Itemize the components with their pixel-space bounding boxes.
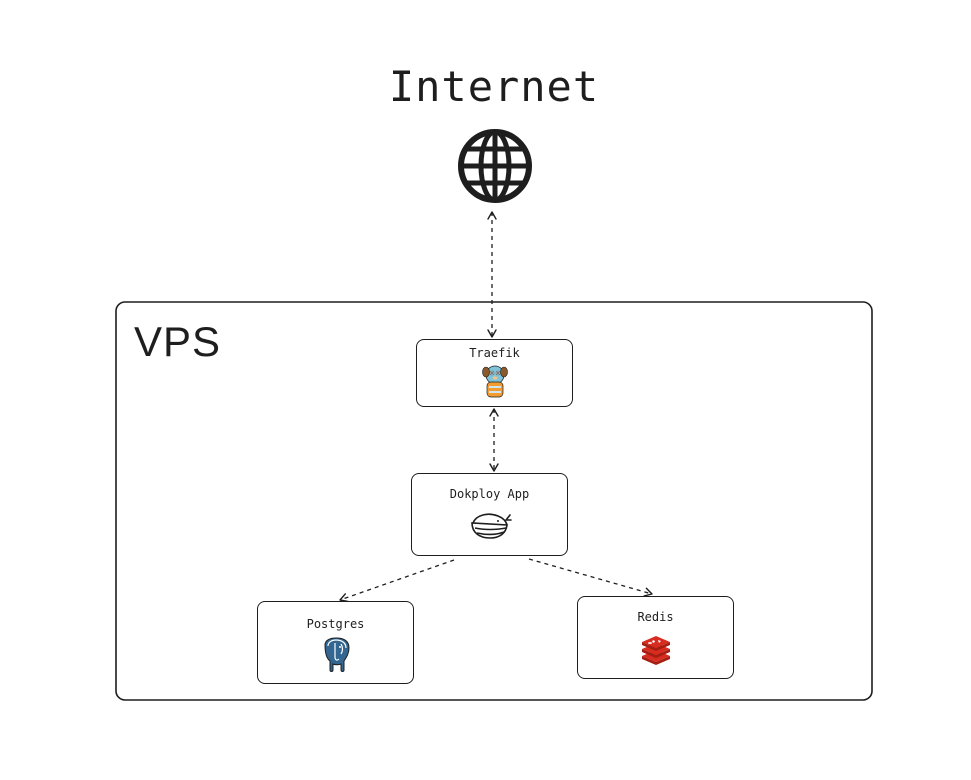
redis-node: Redis xyxy=(577,596,734,679)
whale-icon xyxy=(468,509,512,545)
traefik-label: Traefik xyxy=(469,346,520,360)
vps-label: VPS xyxy=(134,318,222,365)
dokploy-label: Dokploy App xyxy=(449,487,530,501)
gopher-icon xyxy=(480,363,510,403)
traefik-node: Traefik xyxy=(416,339,573,407)
dokploy-node: Dokploy App xyxy=(411,473,568,556)
postgres-node: Postgres xyxy=(257,601,414,684)
postgres-label: Postgres xyxy=(306,617,365,631)
elephant-icon xyxy=(319,637,353,677)
globe-icon xyxy=(458,129,532,203)
redis-label: Redis xyxy=(637,610,674,624)
internet-title: Internet xyxy=(388,62,600,111)
edge-dokploy-redis xyxy=(528,558,653,597)
redis-icon xyxy=(640,635,672,669)
edge-dokploy-postgres xyxy=(339,559,455,603)
